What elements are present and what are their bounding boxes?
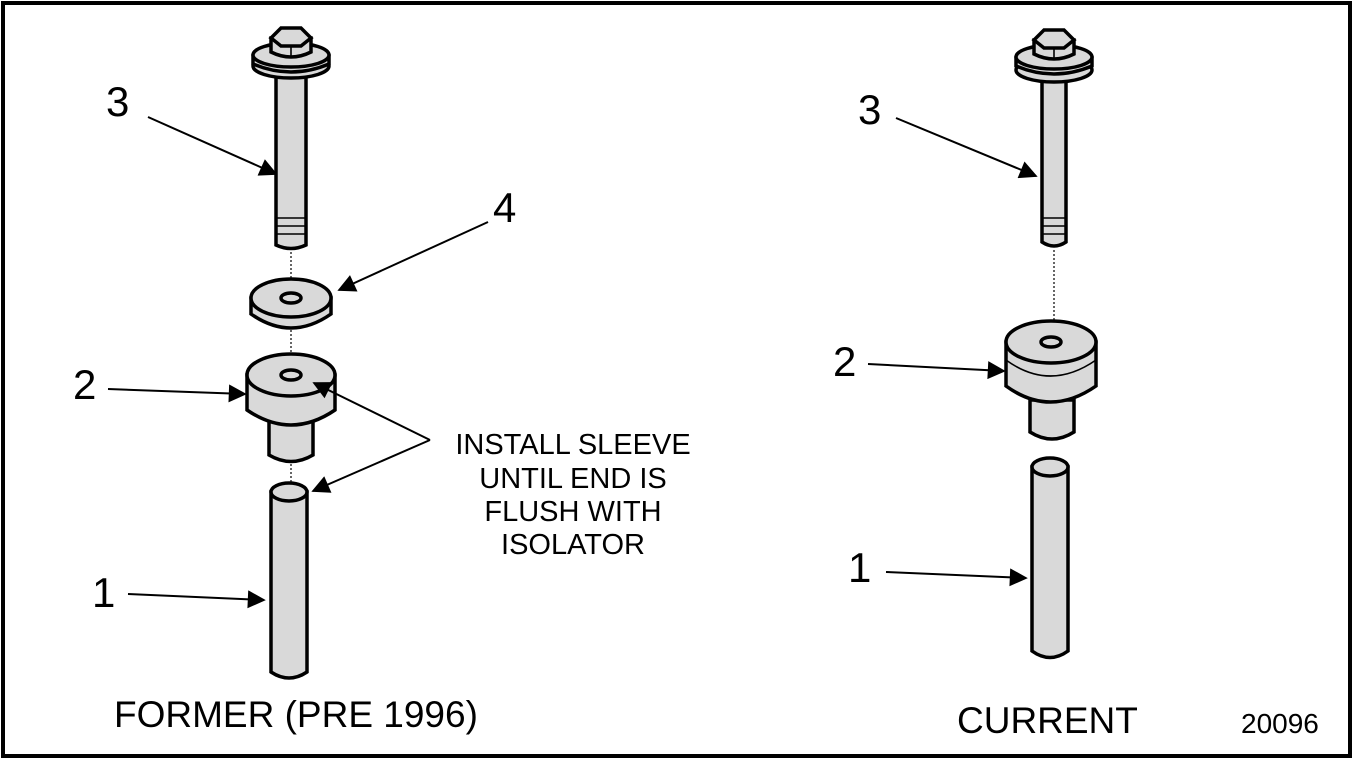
current-callout-bolt: 3 (858, 86, 881, 133)
current-isolator (1004, 319, 1098, 441)
install-note: INSTALL SLEEVE UNTIL END IS FLUSH WITH I… (455, 429, 690, 561)
current-callout-sleeve: 1 (848, 544, 871, 591)
note-line-2: UNTIL END IS (479, 463, 666, 495)
current-assembly: 3 2 1 CURRENT (833, 28, 1138, 741)
note-line-4: ISOLATOR (501, 529, 645, 561)
current-sleeve (1030, 456, 1070, 660)
former-callout-washer: 4 (493, 184, 516, 231)
former-callout-bolt: 3 (106, 78, 129, 125)
former-callout-sleeve: 1 (92, 569, 115, 616)
figure-number: 20096 (1241, 708, 1319, 739)
former-washer (249, 277, 333, 330)
current-callout-isolator: 2 (833, 338, 856, 385)
former-assembly: 3 4 2 1 INSTALL SLEEVE UNTIL END IS FLUS… (73, 26, 691, 735)
former-callout-isolator: 2 (73, 361, 96, 408)
note-line-1: INSTALL SLEEVE (455, 429, 690, 461)
note-line-3: FLUSH WITH (484, 496, 661, 528)
former-isolator (245, 352, 337, 464)
former-sleeve (269, 481, 309, 680)
current-bolt (1014, 28, 1094, 248)
current-caption: CURRENT (957, 700, 1138, 741)
former-caption: FORMER (PRE 1996) (114, 694, 478, 735)
former-bolt (251, 26, 331, 251)
